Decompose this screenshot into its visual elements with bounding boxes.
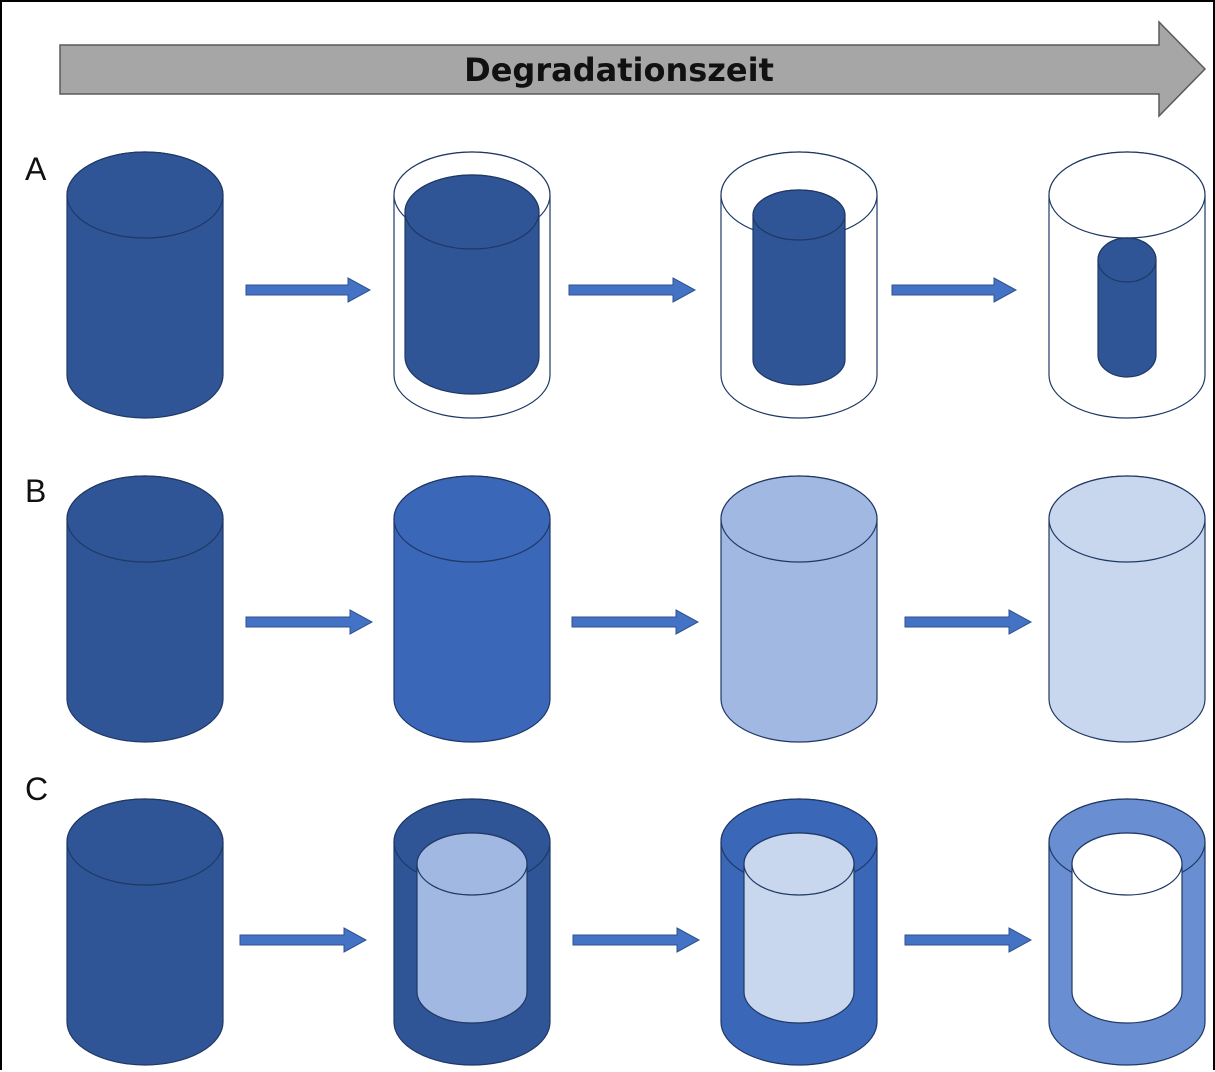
arrow-a2	[568, 277, 697, 303]
cylinder-c4-core	[1071, 832, 1183, 1024]
cylinder-b3	[720, 475, 878, 743]
arrow-c2	[572, 927, 701, 953]
row-label-b: B	[25, 473, 46, 509]
cylinder-c4-core-top	[1071, 832, 1183, 896]
cylinder-b4-top	[1048, 475, 1206, 563]
arrow-c1	[239, 927, 368, 953]
cylinder-a1	[66, 151, 224, 419]
cylinder-c3-core-top	[743, 832, 855, 896]
cylinder-b1-top	[66, 475, 224, 563]
cylinder-b4	[1048, 475, 1206, 743]
cylinder-a3-core-top	[752, 189, 846, 241]
cylinder-b3-top	[720, 475, 878, 563]
cylinder-c1-top	[66, 798, 224, 886]
cylinder-b2	[393, 475, 551, 743]
cylinder-a1-top	[66, 151, 224, 239]
cylinder-a4-outline	[1048, 151, 1206, 419]
cylinder-c2-core-top	[416, 832, 528, 896]
arrow-b1	[245, 609, 374, 635]
cylinder-b2-top	[393, 475, 551, 563]
row-label-c: C	[25, 771, 48, 807]
arrow-b2	[571, 609, 700, 635]
shapes-layer	[66, 151, 1206, 1066]
time-arrow-label: Degradationszeit	[464, 51, 774, 89]
cylinder-a4-outline-top	[1048, 151, 1206, 239]
cylinder-a2-core-top	[404, 174, 540, 250]
arrow-b3	[904, 609, 1033, 635]
cylinder-c1	[66, 798, 224, 1066]
cylinder-a3-core	[752, 189, 846, 386]
arrow-a1	[245, 277, 372, 303]
cylinder-a4-core-top	[1097, 237, 1157, 283]
arrow-a3	[891, 277, 1018, 303]
cylinder-a2-core	[404, 174, 540, 395]
arrow-c3	[904, 927, 1033, 953]
time-arrow	[59, 20, 1207, 118]
row-label-a: A	[25, 151, 47, 187]
cylinder-b1	[66, 475, 224, 743]
cylinder-c3-core	[743, 832, 855, 1024]
cylinder-c2-core	[416, 832, 528, 1024]
cylinder-a4-core	[1097, 237, 1157, 378]
